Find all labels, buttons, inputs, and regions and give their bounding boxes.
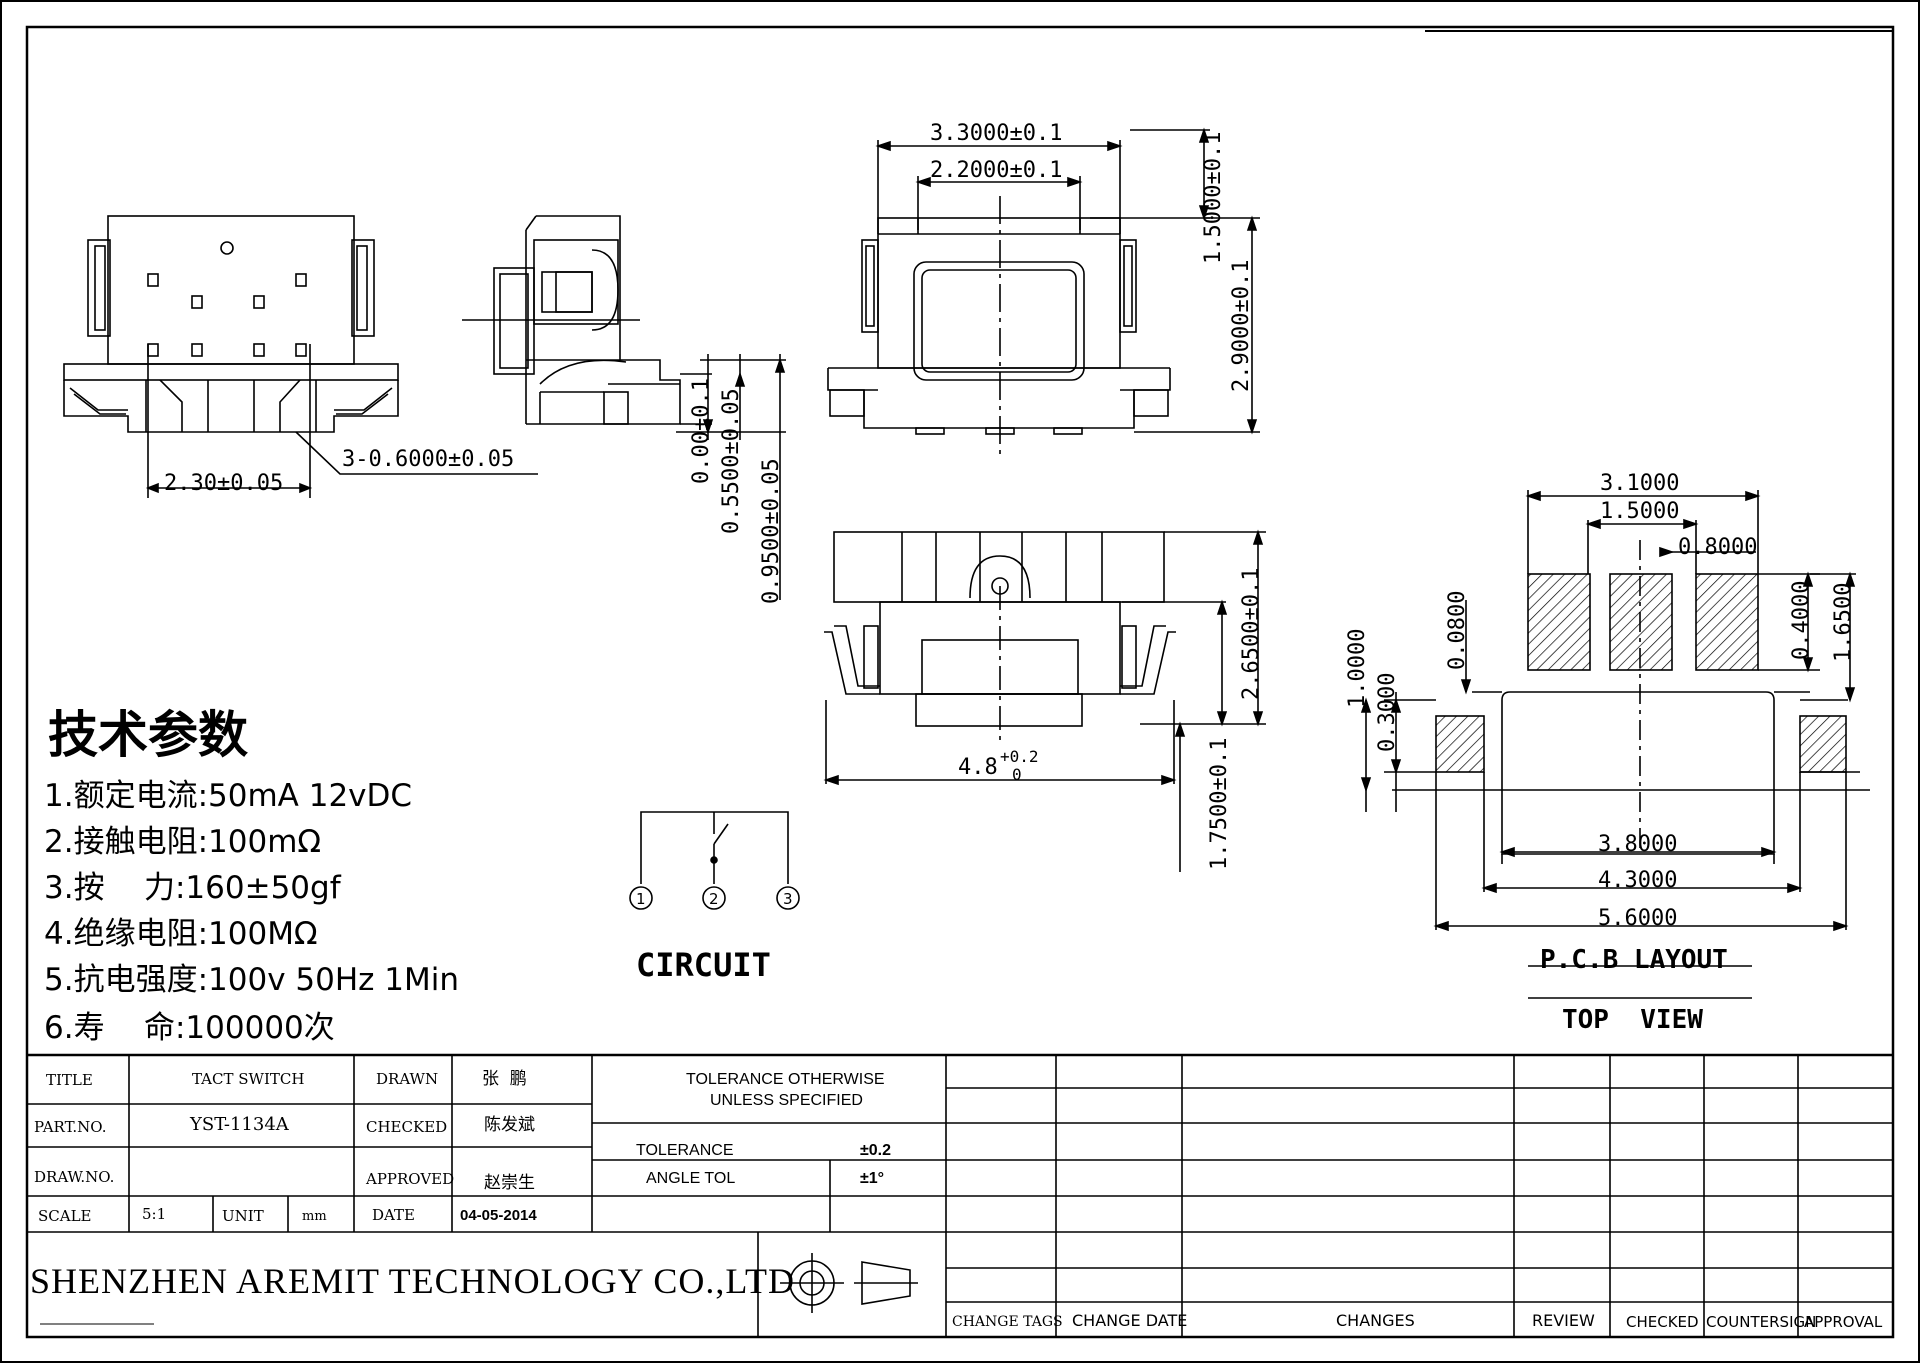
company-name: SHENZHEN AREMIT TECHNOLOGY CO.,LTD bbox=[30, 1261, 795, 1301]
dim-1-5: 1.5000±0.1 bbox=[1201, 132, 1226, 264]
change-table-header: CHANGE DATE bbox=[1072, 1311, 1187, 1330]
spec-item: 4.绝缘电阻:100MΩ bbox=[44, 916, 318, 952]
spec-item: 5.抗电强度:100v 50Hz 1Min bbox=[44, 962, 459, 998]
date-label: DATE bbox=[372, 1206, 415, 1224]
scale-value: 5:1 bbox=[142, 1205, 166, 1223]
circuit-label: CIRCUIT bbox=[636, 946, 771, 984]
pad-side-right bbox=[1799, 715, 1847, 773]
pcb-dim-4-3: 4.3000 bbox=[1598, 868, 1677, 893]
projection-symbol bbox=[780, 1253, 918, 1313]
dim-1-75: 1.7500±0.1 bbox=[1207, 738, 1232, 870]
top-view-label: TOP VIEW bbox=[1562, 1005, 1703, 1035]
inner-border bbox=[25, 25, 1895, 1339]
dim-4-8: 4.8 bbox=[958, 755, 998, 780]
spec-item: 2.接触电阻:100mΩ bbox=[44, 824, 321, 860]
dimension-labels: 3.3000±0.1 2.2000±0.1 1.5000±0.1 2.9000±… bbox=[164, 121, 1856, 931]
pin-3-label: 3 bbox=[783, 890, 793, 908]
change-table-header: REVIEW bbox=[1532, 1311, 1595, 1330]
pcb-layout-label: P.C.B LAYOUT bbox=[1540, 945, 1728, 975]
dim-4-8-tol-top: +0.2 bbox=[1000, 747, 1039, 766]
pcb-dim-1-65: 1.6500 bbox=[1831, 583, 1856, 662]
pcb-dim-0-3: 0.3000 bbox=[1375, 673, 1400, 752]
unit-label: UNIT bbox=[222, 1207, 264, 1225]
dim-0-00: 0.00±0.1 bbox=[689, 378, 714, 484]
pcb-dim-1-0: 1.0000 bbox=[1345, 629, 1370, 708]
pcb-dim-3-1: 3.1000 bbox=[1600, 471, 1679, 496]
pcb-dim-5-6: 5.6000 bbox=[1598, 906, 1677, 931]
change-table-header: CHANGE TAGS bbox=[952, 1314, 1063, 1330]
drawn-value: 张 鹏 bbox=[482, 1069, 527, 1089]
approved-value: 赵崇生 bbox=[484, 1173, 535, 1193]
bottom-view-switch bbox=[823, 529, 1266, 872]
scale-label: SCALE bbox=[38, 1207, 92, 1225]
change-table-header: COUNTERSIGN bbox=[1706, 1313, 1816, 1331]
change-table: CHANGE TAGS CHANGE DATE CHANGES REVIEW C… bbox=[952, 1311, 1883, 1331]
angle-tol-value: ±1° bbox=[860, 1170, 884, 1187]
unit-value: mm bbox=[302, 1209, 327, 1224]
dim-0-95: 0.9500±0.05 bbox=[759, 458, 784, 604]
change-table-header: CHECKED bbox=[1626, 1313, 1699, 1331]
title-label: TITLE bbox=[46, 1071, 93, 1089]
tolerance-note-1: TOLERANCE OTHERWISE bbox=[686, 1071, 885, 1088]
angle-tol-label: ANGLE TOL bbox=[646, 1170, 735, 1187]
pad-center bbox=[1609, 573, 1673, 671]
approved-label: APPROVED bbox=[365, 1170, 454, 1188]
dim-0-55: 0.5500±0.05 bbox=[719, 388, 744, 534]
pad-right bbox=[1695, 573, 1759, 671]
title-block: TITLE TACT SWITCH PART.NO. YST-1134A DRA… bbox=[30, 1069, 891, 1301]
spec-item: 6.寿 命:100000次 bbox=[44, 1010, 335, 1046]
top-view-switch bbox=[827, 127, 1260, 460]
dim-3x06: 3-0.6000±0.05 bbox=[342, 447, 514, 472]
dim-2-30: 2.30±0.05 bbox=[164, 471, 283, 496]
pcb-dim-0-4: 0.4000 bbox=[1789, 581, 1814, 660]
checked-label: CHECKED bbox=[366, 1118, 447, 1136]
pin-1-label: 1 bbox=[636, 890, 646, 908]
tolerance-value: ±0.2 bbox=[860, 1142, 891, 1159]
pad-left bbox=[1527, 573, 1591, 671]
circuit-diagram bbox=[629, 811, 800, 910]
date-value: 04-05-2014 bbox=[460, 1207, 537, 1224]
checked-value: 陈发斌 bbox=[484, 1115, 535, 1135]
spec-item: 3.按 力:160±50gf bbox=[44, 870, 342, 906]
pcb-layout bbox=[1360, 490, 1870, 999]
view-labels: CIRCUIT P.C.B LAYOUT TOP VIEW 1 2 3 bbox=[636, 890, 1728, 1035]
dim-2-9: 2.9000±0.1 bbox=[1229, 260, 1254, 392]
dim-4-8-tol-bot: 0 bbox=[1012, 765, 1022, 784]
part-label: PART.NO. bbox=[34, 1118, 106, 1136]
front-view bbox=[63, 215, 538, 498]
spec-item: 1.额定电流:50mA 12vDC bbox=[44, 778, 412, 814]
pad-side-left bbox=[1435, 715, 1485, 773]
spec-block: 技术参数 1.额定电流:50mA 12vDC 2.接触电阻:100mΩ 3.按 … bbox=[44, 706, 459, 1046]
drawn-label: DRAWN bbox=[376, 1070, 438, 1088]
draw-no-label: DRAW.NO. bbox=[34, 1168, 114, 1186]
dim-2-65: 2.6500±0.1 bbox=[1239, 568, 1264, 700]
title-value: TACT SWITCH bbox=[192, 1070, 304, 1088]
change-table-header: CHANGES bbox=[1336, 1311, 1415, 1330]
tolerance-note-2: UNLESS SPECIFIED bbox=[710, 1092, 863, 1109]
pcb-dim-3-8: 3.8000 bbox=[1598, 832, 1677, 857]
pcb-dim-1-5: 1.5000 bbox=[1600, 499, 1679, 524]
side-view bbox=[462, 215, 786, 600]
dim-2-2: 2.2000±0.1 bbox=[930, 158, 1062, 183]
part-value: YST-1134A bbox=[189, 1114, 290, 1135]
spec-title: 技术参数 bbox=[48, 706, 248, 764]
pin-2-label: 2 bbox=[709, 890, 719, 908]
pcb-dim-0-08: 0.0800 bbox=[1445, 591, 1470, 670]
dim-3-3: 3.3000±0.1 bbox=[930, 121, 1062, 146]
pcb-dim-0-8: 0.8000 bbox=[1678, 535, 1757, 560]
title-block-grid bbox=[27, 1053, 1893, 1337]
tolerance-label: TOLERANCE bbox=[636, 1142, 734, 1159]
change-table-header: APPROVAL bbox=[1804, 1313, 1883, 1331]
